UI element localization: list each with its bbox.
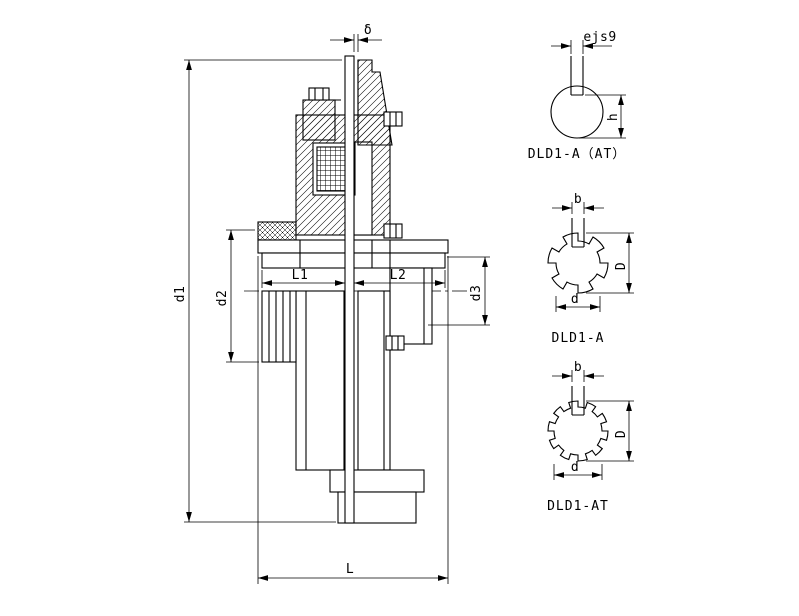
dim-label-h: h — [606, 113, 621, 121]
shaft-circle — [550, 85, 604, 139]
dim-L1: L1 — [261, 268, 346, 288]
flange-division-lines — [299, 240, 391, 268]
dim-d1: d1 — [173, 59, 342, 523]
keyway-stem — [571, 386, 585, 416]
dim-label-d2: d2 — [215, 290, 230, 307]
dim-label-D: D — [614, 262, 629, 270]
dim-ejs9: ejs9 — [551, 30, 616, 54]
bolt-top-left — [303, 87, 341, 101]
keyway-stem — [570, 56, 584, 96]
dim-b: b — [552, 360, 604, 382]
rotor-slot — [353, 141, 373, 236]
spline-outline — [547, 400, 609, 462]
spline-teeth-lines — [268, 291, 291, 362]
keyway-stem — [571, 218, 585, 248]
bolt-lines — [389, 224, 397, 238]
flange-lower-view — [329, 469, 425, 493]
dim-L: L — [257, 256, 449, 584]
extension-line — [570, 40, 584, 54]
rotor-lower-view — [357, 290, 391, 471]
detail-view-dld1-a: b D d DLD1-A — [547, 192, 634, 346]
main-section-view: δ d1 d2 d3 L1 L2 — [173, 23, 490, 584]
bolt-head — [383, 111, 403, 127]
extension-line — [257, 256, 449, 584]
dim-d: d — [555, 292, 601, 312]
bolt-head — [308, 87, 330, 101]
housing-lower-view — [295, 290, 345, 471]
dim-label-delta: δ — [364, 23, 372, 38]
dim-d: d — [553, 460, 603, 480]
spline-outline — [547, 232, 609, 294]
dim-label-d: d — [571, 460, 579, 475]
dim-label-d3: d3 — [469, 285, 484, 302]
mount-block-section — [302, 99, 336, 141]
dim-label-L2: L2 — [390, 268, 407, 283]
extension-line — [586, 232, 634, 294]
dim-label-D: D — [614, 430, 629, 438]
detail-caption: DLD1-AT — [547, 499, 609, 514]
detail-caption: DLD1-A（AT） — [528, 147, 627, 162]
dim-d2: d2 — [215, 229, 259, 363]
armature-disc — [344, 55, 355, 524]
dim-label-d1: d1 — [173, 286, 188, 303]
spline-profile-10 — [547, 400, 609, 462]
dim-label-L1: L1 — [292, 268, 309, 283]
spline-hub-view — [261, 290, 297, 363]
extension-line — [353, 34, 359, 52]
bolt-lines — [391, 336, 399, 350]
bolt-head — [385, 335, 405, 351]
dim-label-b: b — [574, 192, 582, 207]
rotor-rim-section — [357, 59, 393, 146]
spline-profile-6 — [547, 232, 609, 294]
dim-D: D — [586, 232, 634, 294]
bolt-lines — [389, 112, 397, 126]
detail-view-dld1-at: b D d DLD1-AT — [547, 360, 634, 514]
dim-L2: L2 — [353, 268, 446, 288]
dim-label-b: b — [574, 360, 582, 375]
dim-label-d: d — [571, 292, 579, 307]
bearing-section — [257, 221, 297, 241]
bolt-head — [383, 223, 403, 239]
bolt-bracket — [385, 335, 405, 351]
extension-line — [184, 59, 342, 523]
bolt-lines — [303, 88, 341, 101]
dim-D: D — [586, 400, 634, 462]
extension-line — [586, 400, 634, 462]
dim-h: h — [579, 94, 626, 139]
detail-caption: DLD1-A — [552, 331, 605, 346]
dim-label-L: L — [346, 562, 354, 577]
dim-label-ejs9: ejs9 — [583, 30, 616, 45]
dim-d3: d3 — [428, 256, 490, 326]
detail-view-dld1-a-at: ejs9 h DLD1-A（AT） — [528, 30, 627, 162]
bolt-right-middle — [383, 223, 403, 239]
bolt-right-top — [383, 111, 403, 127]
dim-delta: δ — [330, 23, 382, 52]
spline-hub-body — [261, 290, 297, 363]
dim-b: b — [552, 192, 604, 214]
